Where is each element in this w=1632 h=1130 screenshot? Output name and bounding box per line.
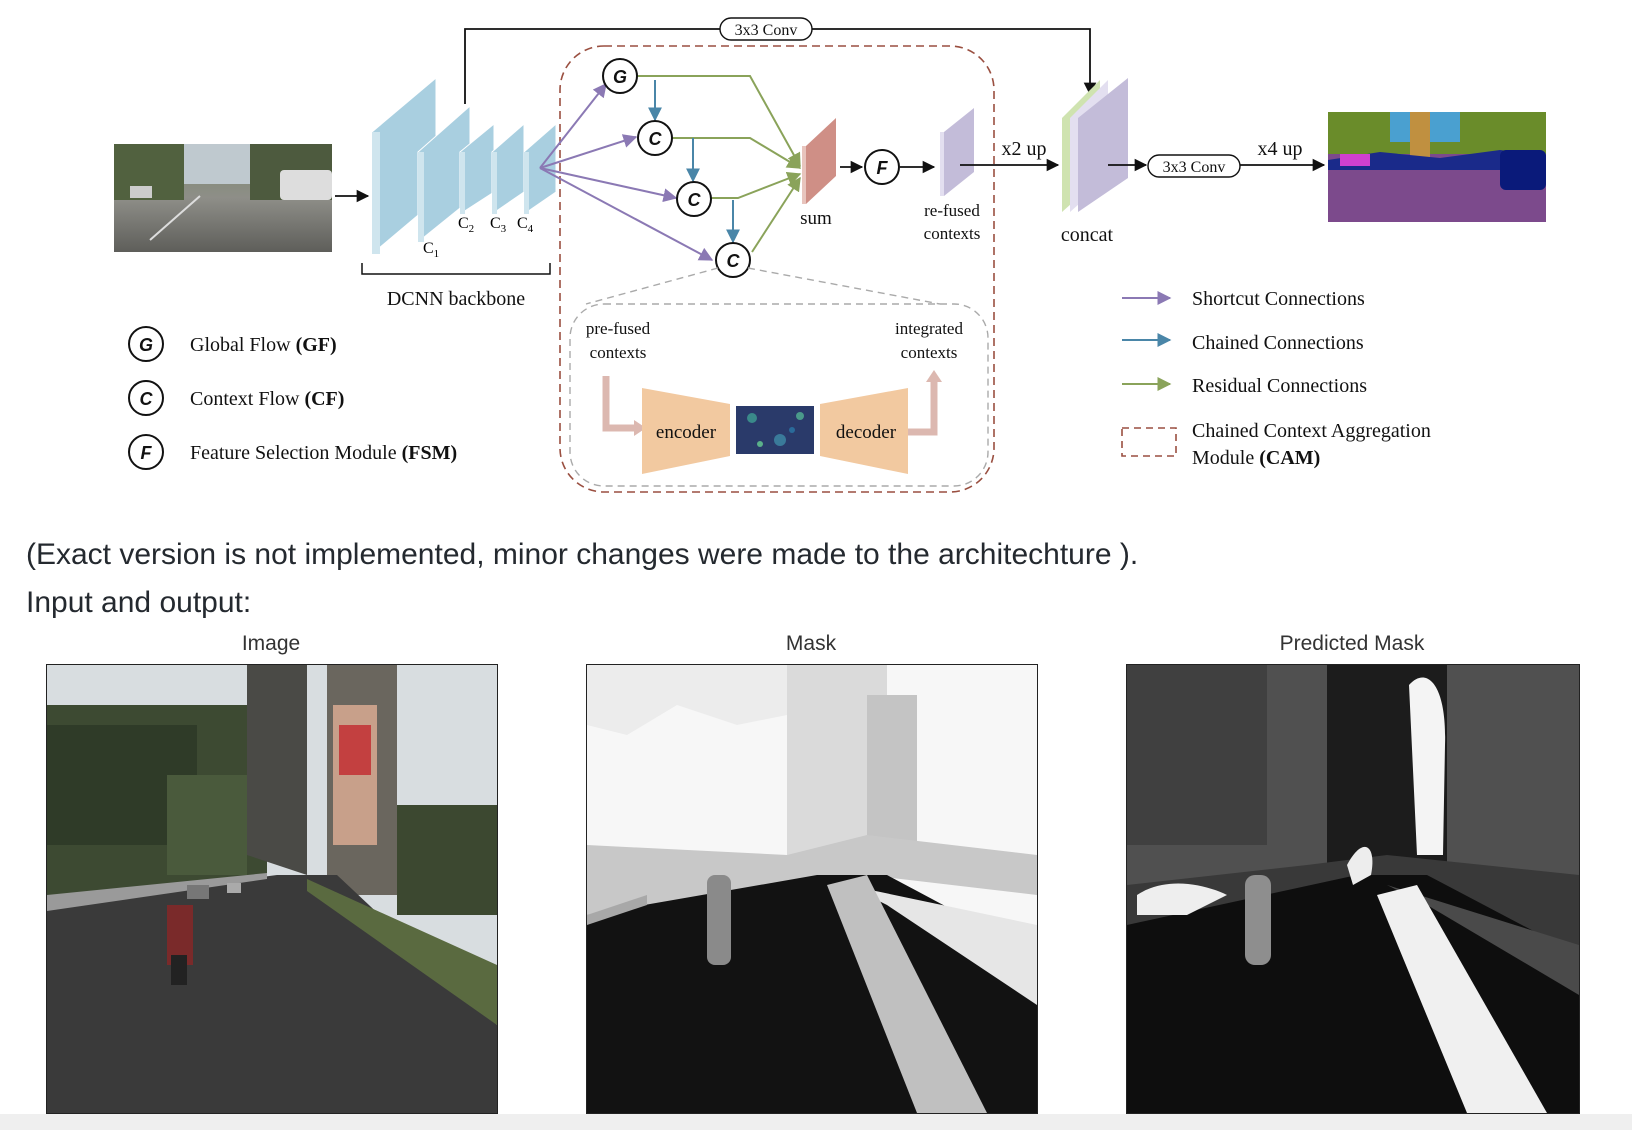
caption-note: (Exact version is not implemented, minor…	[26, 538, 1139, 571]
x4-up-label: x4 up	[1258, 138, 1303, 160]
svg-text:Global Flow (GF): Global Flow (GF)	[190, 334, 337, 356]
svg-text:Residual Connections: Residual Connections	[1192, 375, 1367, 397]
decoder-label: decoder	[836, 422, 897, 443]
shortcut-connections	[539, 82, 714, 261]
ground-truth-mask	[587, 665, 1037, 1113]
encoder-block	[642, 388, 730, 474]
conv-box	[1147, 154, 1241, 178]
caption-io: Input and output:	[26, 586, 252, 619]
legend-shortcut: Shortcut Connections	[1122, 288, 1365, 310]
architecture-diagram: C1 C2 C3 C4 DCNN backbone 3x3 Conv G C	[114, 17, 1546, 493]
context-flow-node-2: C	[676, 181, 712, 217]
svg-text:Module (CAM): Module (CAM)	[1192, 447, 1320, 469]
predicted-mask-panel	[1126, 664, 1580, 1114]
svg-text:G: G	[139, 335, 153, 355]
street-photo	[47, 665, 497, 1113]
encoder-label: encoder	[656, 422, 717, 443]
backbone-bracket	[361, 263, 551, 275]
svg-text:F: F	[877, 158, 889, 178]
c2-label: C2	[458, 215, 474, 235]
svg-text:F: F	[141, 443, 153, 463]
predicted-mask-panel-title: Predicted Mask	[1279, 632, 1425, 655]
legend-global-flow: G Global Flow (GF)	[128, 326, 337, 362]
legend-context-flow: C Context Flow (CF)	[128, 380, 344, 416]
legend-cam: Chained Context Aggregation Module (CAM)	[1121, 420, 1431, 469]
legend-fsm: F Feature Selection Module (FSM)	[128, 434, 457, 470]
latent-feature-map	[736, 406, 814, 454]
predicted-mask	[1127, 665, 1579, 1113]
global-flow-node: G	[602, 58, 638, 94]
detail-zoom-box	[569, 303, 989, 487]
cam-module-border	[559, 45, 995, 493]
concat-label: concat	[1061, 224, 1114, 246]
svg-text:Context Flow (CF): Context Flow (CF)	[190, 388, 344, 410]
c1-label: C1	[423, 240, 439, 260]
svg-text:Feature Selection Module (FSM): Feature Selection Module (FSM)	[190, 442, 457, 464]
input-image-panel	[46, 664, 498, 1114]
image-panel-title: Image	[241, 632, 301, 655]
concat-block	[1062, 78, 1128, 212]
svg-text:C: C	[140, 389, 154, 409]
top-conv-label: 3x3 Conv	[735, 22, 798, 39]
top-conv-box	[719, 17, 813, 41]
backbone-label: DCNN backbone	[387, 288, 525, 310]
svg-text:C: C	[688, 190, 702, 210]
prefused-label-2: contexts	[590, 343, 647, 362]
backbone-blocks	[371, 76, 557, 256]
prefused-label-1: pre-fused	[586, 319, 651, 338]
refused-label-1: re-fused	[924, 201, 980, 220]
svg-text:Chained Context Aggregation: Chained Context Aggregation	[1192, 420, 1431, 442]
output-segmentation-thumbnail	[1328, 112, 1546, 222]
refused-contexts-block	[940, 108, 974, 196]
decoder-block	[820, 388, 908, 474]
svg-text:Chained Connections: Chained Connections	[1192, 332, 1364, 354]
mask-panel	[586, 664, 1038, 1114]
conv-label: 3x3 Conv	[1163, 159, 1226, 176]
sum-block	[802, 118, 836, 204]
context-flow-node-3: C	[715, 242, 751, 278]
c3-label: C3	[490, 215, 507, 235]
mask-panel-title: Mask	[785, 632, 837, 655]
refused-label-2: contexts	[924, 224, 981, 243]
c4-label: C4	[517, 215, 534, 235]
sum-label: sum	[800, 208, 832, 229]
svg-text:Shortcut Connections: Shortcut Connections	[1192, 288, 1365, 310]
input-street-thumbnail	[114, 144, 332, 252]
integrated-label-1: integrated	[895, 319, 963, 338]
svg-text:C: C	[727, 251, 741, 271]
svg-text:C: C	[649, 129, 663, 149]
chained-connections	[648, 80, 740, 244]
page-bottom-strip	[0, 1114, 1632, 1130]
context-flow-node-1: C	[637, 120, 673, 156]
residual-connections	[636, 75, 802, 253]
fsm-node: F	[864, 149, 900, 185]
integrated-label-2: contexts	[901, 343, 958, 362]
legend-chained: Chained Connections	[1122, 332, 1364, 354]
x2-up-label: x2 up	[1002, 138, 1047, 160]
legend-residual: Residual Connections	[1122, 375, 1367, 397]
svg-text:G: G	[613, 67, 627, 87]
